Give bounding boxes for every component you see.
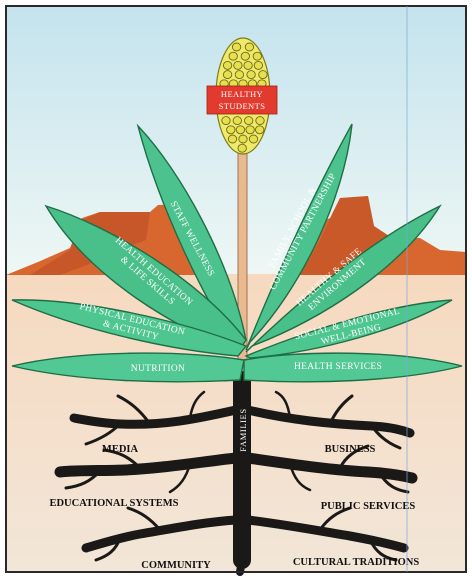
badge-line-2: STUDENTS: [219, 101, 266, 111]
healthy-students-badge: HEALTHY STUDENTS: [207, 86, 277, 114]
families-label: FAMILIES: [238, 408, 248, 451]
flower-seed: [254, 61, 262, 69]
root-label-cultural-traditions: CULTURAL TRADITIONS: [293, 557, 419, 568]
flower-seed: [239, 135, 247, 143]
svg-text:HEALTH SERVICES: HEALTH SERVICES: [294, 362, 382, 372]
flower-seed: [236, 126, 244, 134]
flower-seed: [238, 144, 246, 152]
flower-seed: [256, 117, 264, 125]
leaf-label-health-services: HEALTH SERVICES: [294, 362, 382, 372]
flower-seed: [249, 135, 257, 143]
flower-seed: [247, 71, 255, 79]
root-label-business: BUSINESS: [325, 444, 376, 455]
flower-seed: [227, 126, 235, 134]
flower-seed: [223, 71, 231, 79]
flower-seed: [233, 117, 241, 125]
flower-seed: [229, 52, 237, 60]
svg-text:NUTRITION: NUTRITION: [131, 364, 185, 374]
flower-seed: [222, 117, 230, 125]
flower-seed: [232, 43, 240, 51]
root-label-community: COMMUNITY: [141, 560, 211, 571]
flower-seed: [245, 43, 253, 51]
flower-seed: [234, 61, 242, 69]
flower-seed: [256, 126, 264, 134]
root-label-educational-systems: EDUCATIONAL SYSTEMS: [49, 498, 178, 509]
root-label-public-services: PUBLIC SERVICES: [321, 501, 416, 512]
flower-seed: [235, 71, 243, 79]
flower-seed: [228, 135, 236, 143]
badge-line-1: HEALTHY: [221, 89, 263, 99]
flower-seed: [244, 61, 252, 69]
flower-seed: [259, 71, 267, 79]
flower-seed: [223, 61, 231, 69]
flower-seed: [245, 117, 253, 125]
flower-seed: [246, 126, 254, 134]
flower-seed: [253, 52, 261, 60]
leaf-label-nutrition: NUTRITION: [131, 364, 185, 374]
root-label-media: MEDIA: [102, 444, 139, 455]
flower-seed: [241, 52, 249, 60]
